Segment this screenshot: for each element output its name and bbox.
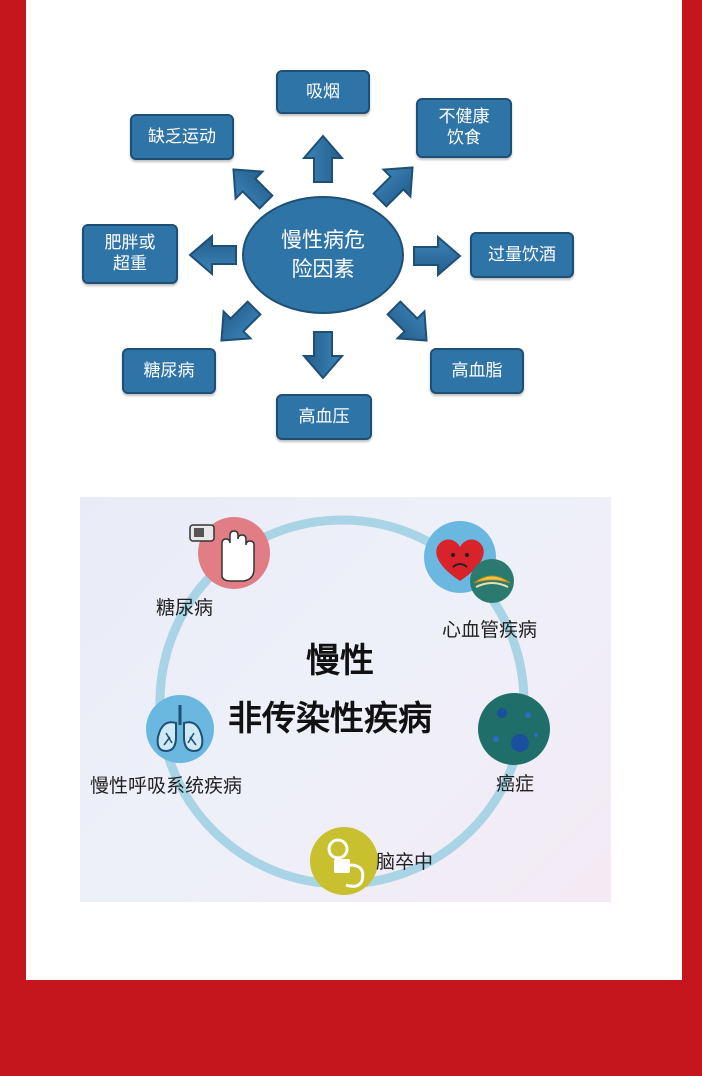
- cancer-cell-icon: [478, 693, 550, 765]
- footer-red-band: [0, 980, 702, 1076]
- node-high-lipids: 高血脂: [430, 348, 524, 394]
- arrow-left: [188, 233, 237, 277]
- arrow-bottom: [301, 331, 345, 380]
- risk-factor-diagram: 慢性病危 险因素 吸烟 不健康 饮食 过量饮酒 高血脂 高血压 糖尿病 肥胖或 …: [0, 0, 702, 460]
- node-unhealthy-diet: 不健康 饮食: [416, 98, 512, 158]
- node-obesity: 肥胖或 超重: [82, 224, 178, 284]
- ncd-diagram: 慢性 非传染性疾病 糖尿病 心血管疾病 癌症 脑卒中: [80, 497, 611, 902]
- node-excess-alcohol: 过量饮酒: [470, 232, 574, 278]
- arrow-right: [413, 234, 462, 278]
- arrows-layer: [188, 134, 462, 380]
- title-line-2: 非传染性疾病: [228, 699, 432, 739]
- right-red-border: [682, 0, 702, 980]
- arrow-top: [301, 134, 345, 183]
- label-respiratory: 慢性呼吸系统疾病: [90, 775, 243, 797]
- node-inactivity: 缺乏运动: [130, 114, 234, 160]
- node-diabetes: 糖尿病: [122, 348, 216, 394]
- center-line-1: 慢性病危: [281, 228, 365, 252]
- heart-icon: [424, 521, 514, 603]
- lungs-icon: [146, 695, 214, 763]
- label-stroke: 脑卒中: [376, 851, 434, 873]
- arrow-bottom-right: [386, 300, 428, 342]
- arrow-top-right: [372, 166, 414, 208]
- node-hypertension: 高血压: [276, 394, 372, 440]
- arrow-bottom-left: [220, 300, 262, 342]
- node-smoking: 吸烟: [276, 70, 370, 114]
- label-cancer: 癌症: [496, 773, 535, 795]
- arrow-top-left: [232, 168, 274, 210]
- blood-pressure-icon: [310, 827, 378, 895]
- label-diabetes: 糖尿病: [156, 597, 214, 619]
- left-red-border: [0, 0, 26, 980]
- label-cardiovascular: 心血管疾病: [442, 619, 538, 641]
- diabetes-icon: [189, 517, 270, 589]
- center-line-2: 险因素: [291, 257, 355, 281]
- center-node: 慢性病危 险因素: [242, 196, 404, 314]
- title-line-1: 慢性: [306, 641, 374, 681]
